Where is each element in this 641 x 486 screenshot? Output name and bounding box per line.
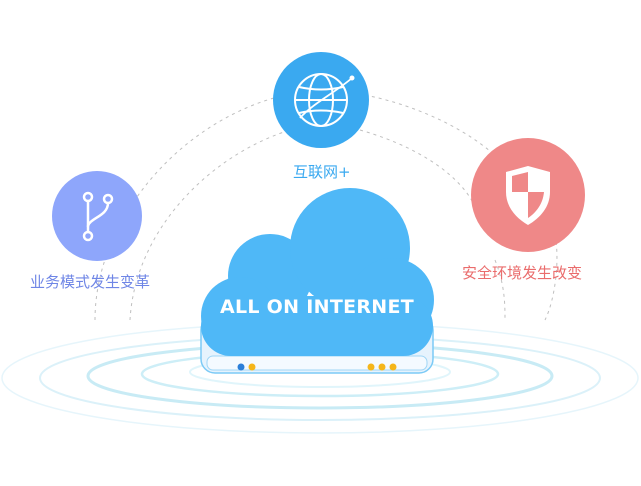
globe-icon <box>294 73 355 127</box>
inner-arc-right-low <box>494 259 506 321</box>
node-security <box>471 138 585 252</box>
server-led-right-3 <box>389 363 397 371</box>
cloud-base <box>201 296 433 356</box>
security-label: 安全环境发生改变 <box>462 264 583 282</box>
cloud-title: ALL ON INTERNET <box>219 296 415 318</box>
business-label: 业务模式发生变革 <box>30 273 151 291</box>
cloud <box>201 188 434 356</box>
node-business-circle <box>52 171 142 261</box>
internet-label: 互联网+ <box>293 163 351 181</box>
server-led-right-2 <box>378 363 386 371</box>
server-led-yellow <box>248 363 256 371</box>
node-internet <box>273 52 369 148</box>
server-led-right-1 <box>367 363 375 371</box>
outer-arc-left <box>94 94 286 321</box>
branch-icon <box>82 191 114 242</box>
node-business <box>52 171 142 261</box>
shield-icon <box>506 166 550 225</box>
server-led-blue <box>237 363 245 371</box>
inner-arc-right <box>359 129 479 216</box>
